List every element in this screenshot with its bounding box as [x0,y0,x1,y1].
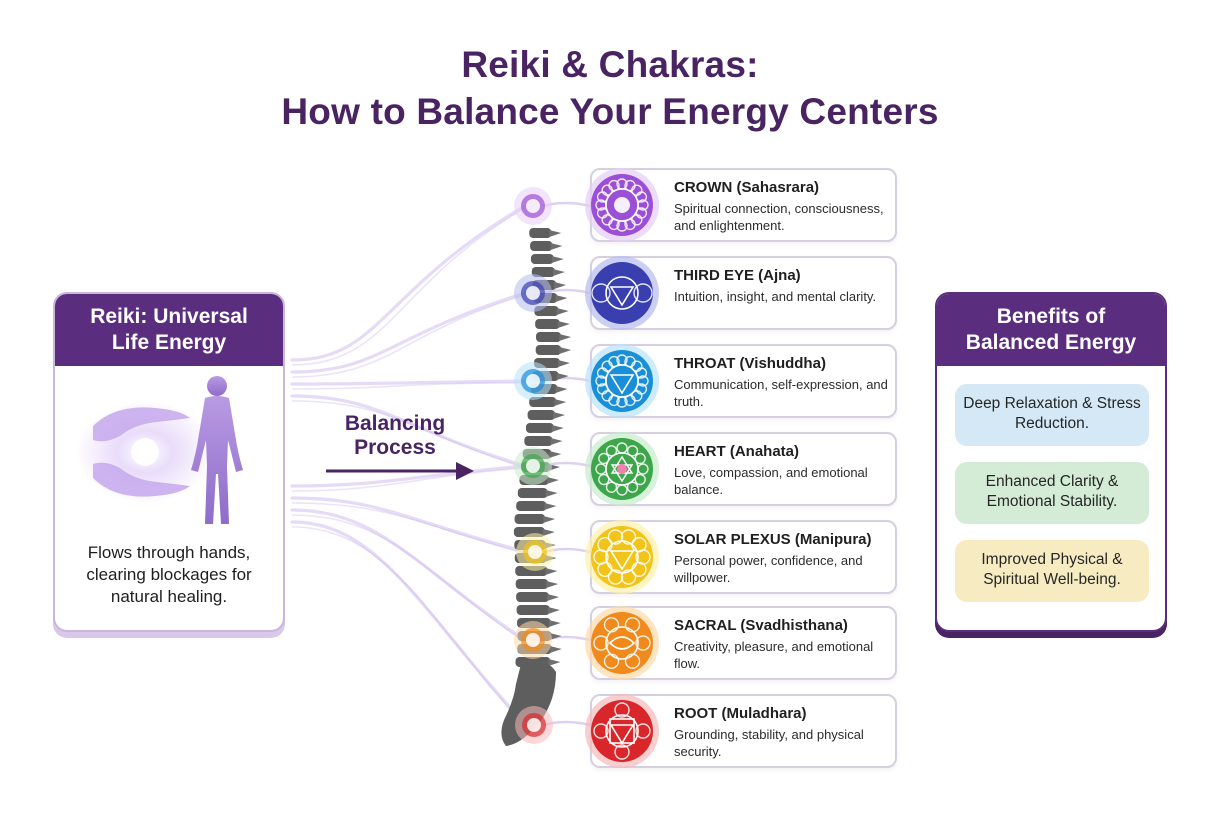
throat-chakra-icon [585,344,659,418]
benefit-item: Improved Physical & Spiritual Well-being… [955,540,1149,602]
chakra-point [514,187,552,225]
benefits-card: Benefits of Balanced Energy Deep Relaxat… [935,292,1167,632]
chakra-point [516,533,554,571]
chakra-name: THROAT (Vishuddha) [674,355,826,372]
balancing-label-line2: Process [354,436,436,459]
healing-hands-icon [75,376,243,524]
chakra-name: HEART (Anahata) [674,443,800,460]
benefits-title-line1: Benefits of [996,305,1106,328]
chakra-point [515,706,553,744]
chakra-point [514,447,552,485]
balancing-process-label: Balancing Process [320,412,470,460]
chakra-description: Grounding, stability, and physical secur… [674,727,864,759]
chakra-description: Spiritual connection, consciousness, and… [674,201,884,233]
balancing-label-line1: Balancing [344,412,446,435]
chakra-name: SACRAL (Svadhisthana) [674,617,848,634]
heart-chakra-icon [585,432,659,506]
solar-plexus-icon [585,520,659,594]
page-title-line2: How to Balance Your Energy Centers [281,91,939,132]
third-eye-icon [585,256,659,330]
benefit-item: Deep Relaxation & Stress Reduction. [955,384,1149,446]
chakra-name: ROOT (Muladhara) [674,705,807,722]
chakra-description: Love, compassion, and emotional balance. [674,465,868,497]
chakra-name: SOLAR PLEXUS (Manipura) [674,531,872,548]
chakra-description: Communication, self-expression, and trut… [674,377,888,409]
reiki-card-title-line1: Reiki: Universal [90,305,248,328]
chakra-point [514,362,552,400]
page-title-line1: Reiki & Chakras: [461,44,759,85]
chakra-name: CROWN (Sahasrara) [674,179,820,196]
reiki-description: Flows through hands, clearing blockages … [86,543,252,606]
lotus-icon [585,168,659,242]
reiki-card: Reiki: Universal Life Energy Flows throu… [53,292,285,632]
reiki-card-title-line2: Life Energy [111,331,227,354]
chakra-point [514,621,552,659]
chakra-description: Intuition, insight, and mental clarity. [674,289,877,304]
arrow-right-icon [326,462,474,480]
chakra-description: Creativity, pleasure, and emotional flow… [674,639,874,671]
chakra-name: THIRD EYE (Ajna) [674,267,801,284]
benefit-item: Enhanced Clarity & Emotional Stability. [955,462,1149,524]
chakra-point [514,274,552,312]
benefits-card-header: Benefits of Balanced Energy [937,294,1165,366]
reiki-card-header: Reiki: Universal Life Energy [55,294,283,366]
benefits-title-line2: Balanced Energy [965,331,1137,354]
chakra-points [514,187,554,744]
chakra-description: Personal power, confidence, and willpowe… [674,553,863,585]
sacral-chakra-icon [585,606,659,680]
root-chakra-icon [585,694,659,768]
